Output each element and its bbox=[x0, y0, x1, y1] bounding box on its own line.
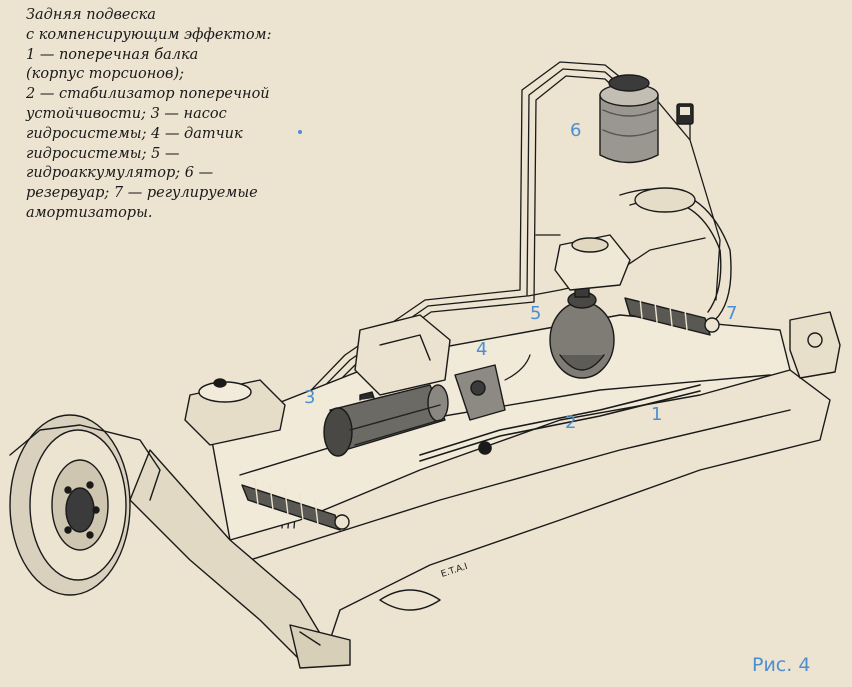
shock-absorber-left bbox=[241, 479, 350, 531]
brake-disc-left bbox=[9, 414, 161, 596]
valve-block bbox=[554, 234, 631, 291]
center-housing bbox=[354, 314, 451, 396]
anti-roll-bar bbox=[419, 384, 701, 462]
brake-disc-right bbox=[619, 187, 732, 321]
callout-2: 2 bbox=[565, 412, 576, 433]
callout-7: 7 bbox=[726, 303, 737, 324]
shock-absorber-right bbox=[624, 297, 720, 336]
cross-beam bbox=[209, 314, 831, 641]
caption-line: 1 — поперечная балка bbox=[26, 46, 199, 63]
reservoir bbox=[599, 74, 659, 164]
caption-line: (корпус торсионов); bbox=[26, 66, 185, 83]
caption-line: с компенсирующим эффектом: bbox=[26, 26, 272, 43]
caption-line: гидроаккумулятор; 6 — bbox=[26, 165, 214, 182]
callout-1: 1 bbox=[651, 404, 662, 425]
caption-line: устойчивости; 3 — насос bbox=[26, 105, 227, 122]
hydraulic-pump bbox=[323, 361, 449, 457]
mount-bracket-right bbox=[789, 311, 841, 379]
callout-5: 5 bbox=[530, 303, 541, 324]
spring-seat-left bbox=[184, 378, 286, 446]
callout-3: 3 bbox=[304, 387, 315, 408]
hydraulic-sensor bbox=[454, 354, 531, 421]
blue-dot bbox=[298, 130, 302, 134]
illustrator-stamp: E.T.A.I bbox=[440, 562, 469, 580]
caption-line: гидросистемы; 5 — bbox=[26, 145, 180, 162]
figure-label: Рис. 4 bbox=[752, 654, 811, 676]
callout-6: 6 bbox=[570, 120, 581, 141]
caption-line: Задняя подвеска bbox=[26, 7, 156, 23]
caption-line: амортизаторы. bbox=[26, 204, 153, 221]
caption-line: гидросистемы; 4 — датчик bbox=[26, 125, 243, 142]
figure-caption: Задняя подвеска с компенсирующим эффекто… bbox=[26, 6, 298, 224]
callout-4: 4 bbox=[476, 339, 487, 360]
trailing-arm-left bbox=[129, 449, 351, 669]
caption-line: 2 — стабилизатор поперечной bbox=[26, 86, 270, 103]
connector-box bbox=[676, 103, 694, 125]
caption-line: резервуар; 7 — регулируемые bbox=[26, 185, 258, 202]
hydraulic-accumulator bbox=[549, 284, 615, 379]
